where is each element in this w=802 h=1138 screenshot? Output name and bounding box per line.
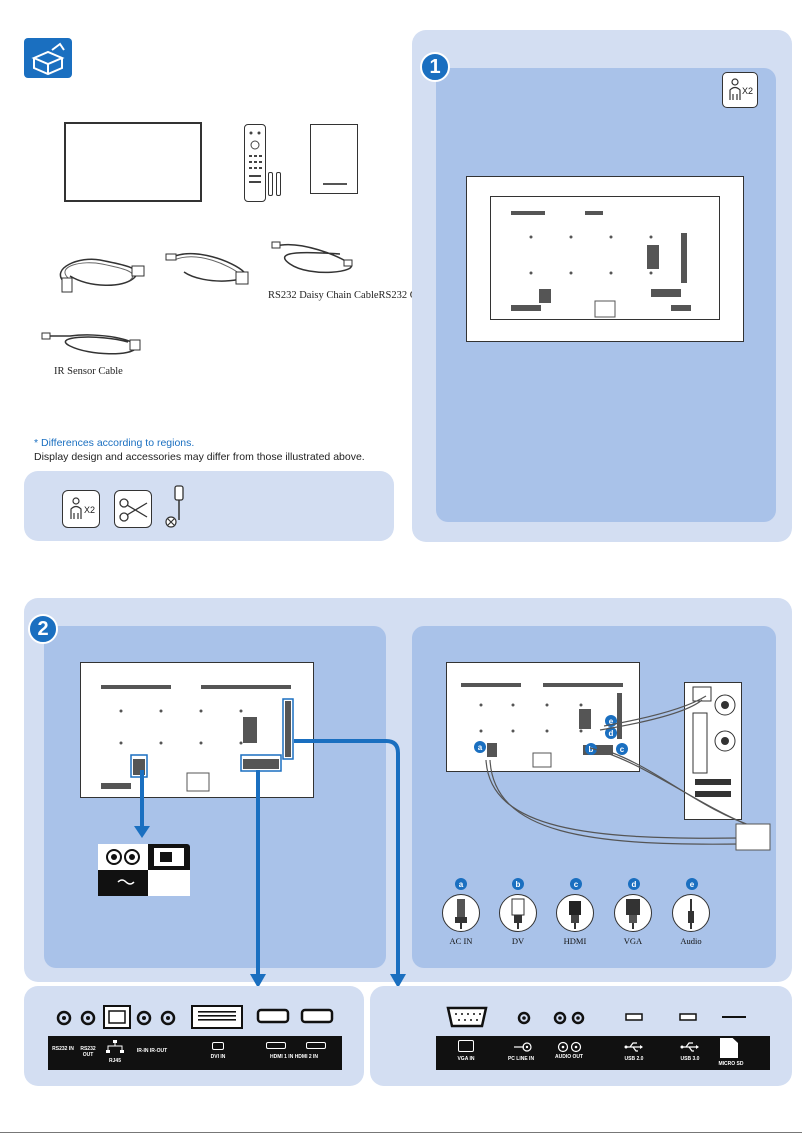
hdmi-plug-icon [556, 894, 594, 932]
connector-letter-a: a [455, 878, 467, 890]
callout-c: c [616, 743, 628, 755]
vga-plug-icon [614, 894, 652, 932]
port-strip-left-ports [56, 1005, 334, 1029]
rs232-cable-illustration [271, 241, 353, 274]
port-label-dvi-in: DVI IN [210, 1054, 226, 1060]
step2-number: 2 [28, 614, 58, 644]
audio-out-icon [556, 1040, 584, 1053]
connector-label-hdmi: HDMI [563, 936, 587, 946]
port-label-bar-right [436, 1036, 770, 1070]
port-label-rs232-out: RS232 OUT [80, 1046, 96, 1058]
quick-start-guide-illustration [310, 124, 358, 194]
connector-label-audio: Audio [680, 936, 702, 946]
port-label-vga-in: VGA IN [457, 1056, 475, 1062]
connector-label-vga: VGA [623, 936, 643, 946]
regions-note-text: Display design and accessories may diffe… [34, 451, 365, 463]
audio-plug-icon [672, 894, 710, 932]
callout-b: b [585, 743, 597, 755]
remote-control-illustration [244, 124, 266, 202]
callout-d: d [605, 727, 617, 739]
battery-illustration [268, 172, 273, 196]
power-cord-illustration [59, 258, 145, 293]
connection-cables [485, 695, 771, 851]
ir-sensor-cable-illustration [41, 332, 141, 355]
port-strip-right-ports [446, 1006, 746, 1028]
battery-illustration [276, 172, 281, 196]
connector-letter-c: c [570, 878, 582, 890]
vga-logo-icon [458, 1040, 474, 1052]
port-label-audio-out: AUDIO OUT [554, 1054, 584, 1060]
rs232-cable-label: RS232 Daisy Chain CableRS232 Cable [268, 290, 435, 301]
connector-letter-e: e [686, 878, 698, 890]
port-label-ir: IR-IN IR-OUT [136, 1048, 168, 1054]
port-label-usb3: USB 3.0 [680, 1056, 700, 1062]
two-person-count: X2 [84, 505, 96, 515]
line-in-icon [512, 1040, 534, 1052]
connector-label-ac-in: AC IN [449, 936, 473, 946]
connector-label-dv: DV [511, 936, 525, 946]
connector-letter-b: b [512, 878, 524, 890]
two-person-icon: X2 [62, 490, 100, 528]
ir-sensor-cable-label: IR Sensor Cable [54, 366, 123, 377]
hdmi-logo-icon [266, 1042, 286, 1049]
regions-note-title: * Differences according to regions. [34, 437, 195, 449]
display-back-illustration [490, 196, 720, 320]
scissors-icon [114, 490, 152, 528]
connector-letter-d: d [628, 878, 640, 890]
port-label-usb2: USB 2.0 [624, 1056, 644, 1062]
usb-icon [624, 1040, 644, 1052]
port-label-rj45: RJ45 [109, 1058, 121, 1064]
display-back-illustration [80, 662, 314, 798]
port-label-rs232-in: RS232 IN [52, 1046, 74, 1052]
dvi-plug-icon [499, 894, 537, 932]
network-icon [104, 1040, 126, 1054]
port-label-bar-left [48, 1036, 342, 1070]
sd-card-icon [720, 1038, 738, 1058]
page-bottom-rule [0, 1132, 802, 1133]
usb-icon [680, 1040, 700, 1052]
two-person-icon: X2 [722, 72, 758, 108]
unpack-icon [24, 38, 72, 78]
two-person-count: X2 [742, 86, 754, 96]
port-label-pc-line-in: PC LINE IN [507, 1056, 535, 1062]
callout-a: a [474, 741, 486, 753]
dvi-logo-icon [212, 1042, 224, 1050]
port-label-micro-sd: MICRO SD [718, 1061, 744, 1067]
port-label-hdmi: HDMI 1 IN HDMI 2 IN [269, 1054, 319, 1060]
ac-in-plug-icon [442, 894, 480, 932]
ac-power-switch [98, 844, 190, 896]
hdmi-logo-icon [306, 1042, 326, 1049]
signal-cable-illustration [165, 253, 249, 285]
step1-number: 1 [420, 52, 450, 82]
screwdriver-icon [162, 484, 196, 530]
display-illustration [64, 122, 202, 202]
